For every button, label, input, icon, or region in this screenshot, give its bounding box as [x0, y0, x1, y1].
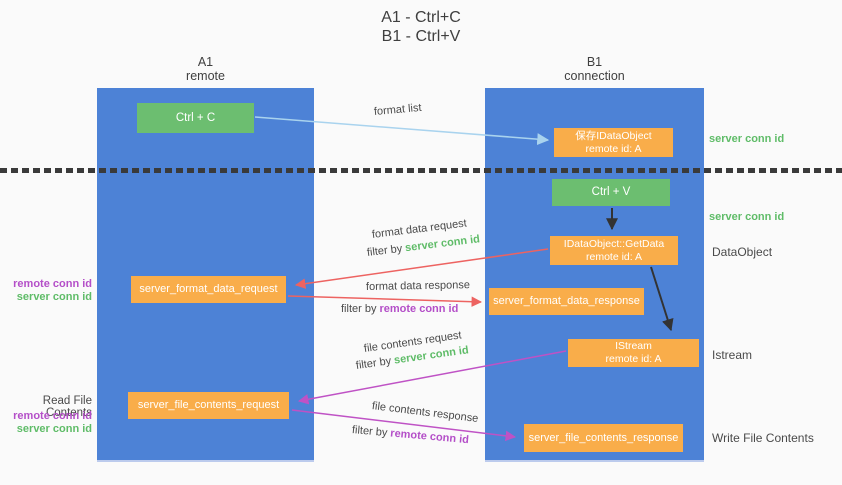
- save-idataobject-line1: 保存IDataObject: [575, 129, 652, 142]
- node-ctrl-v: Ctrl + V: [552, 179, 670, 206]
- left-conn-id-annotations-bottom: remote conn id server conn id: [0, 410, 92, 436]
- filter-by-text: filter by: [355, 355, 392, 372]
- server-conn-id-annotation-top: server conn id: [709, 133, 785, 145]
- lane-b1-name: B1: [586, 55, 603, 69]
- format-data-response-label: format data response: [365, 279, 471, 293]
- file-contents-response-label: file contents response: [371, 400, 479, 425]
- remote-conn-id-annotation: remote conn id: [13, 410, 92, 422]
- node-server-format-data-request: server_format_data_request: [131, 276, 286, 303]
- node-server-format-data-response: server_format_data_response: [489, 288, 644, 315]
- save-idataobject-line2: remote id: A: [585, 142, 642, 155]
- istream-line1: IStream: [615, 340, 652, 352]
- server-file-contents-response-label: server_file_contents_response: [528, 431, 679, 444]
- remote-conn-id-key: remote conn id: [379, 303, 459, 315]
- ctrl-v-label: Ctrl + V: [591, 186, 631, 198]
- dotted-separator-line: [0, 168, 842, 173]
- node-save-idataobject: 保存IDataObject remote id: A: [554, 128, 673, 157]
- title-line-2: B1 - Ctrl+V: [381, 28, 461, 45]
- left-conn-id-annotations-top: remote conn id server conn id: [0, 278, 92, 304]
- ctrl-c-label: Ctrl + C: [175, 111, 216, 124]
- node-server-file-contents-request: server_file_contents_request: [128, 392, 289, 419]
- format-data-response-arrow: [287, 295, 483, 307]
- node-server-file-contents-response: server_file_contents_response: [524, 424, 683, 452]
- remote-conn-id-key: remote conn id: [389, 427, 470, 447]
- node-istream: IStream remote id: A: [568, 339, 699, 367]
- diagram-title: A1 - Ctrl+C B1 - Ctrl+V: [0, 8, 842, 46]
- format-list-label: format list: [373, 101, 423, 118]
- istream-line2: remote id: A: [605, 353, 662, 365]
- node-ctrl-c: Ctrl + C: [137, 103, 254, 133]
- node-idataobject-getdata: IDataObject::GetData remote id: A: [550, 236, 678, 265]
- lane-b1-role: connection: [564, 69, 625, 83]
- getdata-line1: IDataObject::GetData: [563, 237, 665, 250]
- server-format-data-response-label: server_format_data_response: [493, 295, 640, 307]
- read-file-contents-annotation: Read File Contents: [42, 395, 92, 419]
- remote-conn-id-annotation: remote conn id: [13, 278, 92, 290]
- istream-annotation: Istream: [712, 348, 753, 362]
- lane-header-b1: B1 connection: [485, 55, 704, 83]
- server-format-data-request-label: server_format_data_request: [139, 283, 278, 295]
- server-conn-id-annotation: server conn id: [16, 291, 92, 303]
- lane-a1-name: A1: [197, 55, 214, 69]
- getdata-line2: remote id: A: [585, 250, 643, 263]
- server-file-contents-request-label: server_file_contents_request: [137, 399, 280, 411]
- filter-by-text: filter by: [341, 303, 377, 315]
- server-conn-id-annotation: server conn id: [16, 423, 92, 435]
- server-conn-id-key: server conn id: [404, 233, 481, 255]
- lane-a1-role: remote: [186, 69, 225, 83]
- title-line-1: A1 - Ctrl+C: [381, 9, 461, 26]
- dataobject-annotation: DataObject: [712, 245, 773, 259]
- lane-header-a1: A1 remote: [97, 55, 314, 83]
- filter-by-text: filter by: [366, 242, 403, 259]
- server-conn-id-annotation-mid: server conn id: [709, 211, 785, 223]
- write-file-contents-annotation: Write File Contents: [712, 431, 814, 445]
- filter-by-text: filter by: [351, 424, 388, 440]
